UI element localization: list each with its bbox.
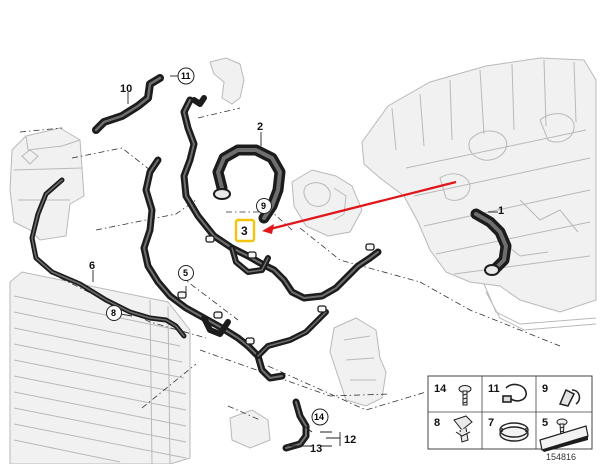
callout-6: 6 — [89, 260, 95, 272]
upper-hose-ghost — [209, 57, 245, 105]
hose-12 — [282, 398, 310, 452]
hose-assembly-lower — [140, 156, 329, 382]
hose-10 — [92, 74, 164, 134]
callout-12: 12 — [344, 434, 356, 446]
water-pump-housing — [291, 169, 363, 237]
hose-6 — [29, 177, 187, 339]
reference-number: 154816 — [546, 452, 576, 462]
callout-13: 13 — [310, 443, 322, 455]
expansion-tank — [9, 127, 85, 241]
hose-clips — [177, 235, 375, 345]
screw-icon — [458, 385, 472, 406]
engine-block — [361, 57, 597, 313]
legend-number-7: 7 — [488, 417, 494, 429]
legend-number-8: 8 — [434, 417, 440, 429]
hose-2 — [212, 144, 286, 224]
electric-water-pump — [229, 317, 387, 449]
hose-assembly-upper — [180, 95, 382, 302]
svg-text:3: 3 — [241, 224, 248, 238]
svg-text:5: 5 — [183, 268, 188, 278]
callouts: 10 2 1 6 12 13 11 9 5 8 14 3 — [89, 67, 504, 455]
push-clip-icon — [453, 415, 473, 443]
callout-1: 1 — [498, 205, 504, 217]
svg-text:14: 14 — [314, 412, 324, 422]
hose-clip-icon — [502, 383, 527, 403]
band-clamp-icon — [499, 422, 529, 442]
callout-circle-9: 9 — [256, 198, 272, 214]
heater-pipe — [483, 283, 597, 331]
callout-circle-11: 11 — [177, 67, 195, 85]
legend-number-11: 11 — [488, 383, 500, 395]
callout-circle-14: 14 — [311, 408, 329, 426]
svg-text:8: 8 — [111, 308, 116, 318]
leader-lines — [92, 75, 498, 447]
hose-1 — [470, 208, 512, 276]
spring-clip-icon — [558, 388, 581, 407]
callout-2: 2 — [257, 121, 263, 133]
callout-circle-8: 8 — [106, 305, 122, 321]
parts-legend: 14 11 9 8 7 — [427, 375, 593, 452]
legend-number-5: 5 — [542, 417, 548, 429]
legend-number-9: 9 — [542, 383, 548, 395]
callout-circle-5: 5 — [178, 265, 194, 281]
pointer-arrowhead — [262, 224, 274, 234]
callout-3-highlighted: 3 — [234, 218, 256, 243]
svg-text:9: 9 — [261, 201, 266, 211]
radiator — [9, 271, 191, 464]
pointer-arrow — [265, 180, 457, 232]
wedge-shim-icon — [539, 425, 589, 452]
callout-10: 10 — [120, 83, 132, 95]
svg-text:11: 11 — [181, 71, 191, 81]
legend-number-14: 14 — [434, 383, 447, 395]
